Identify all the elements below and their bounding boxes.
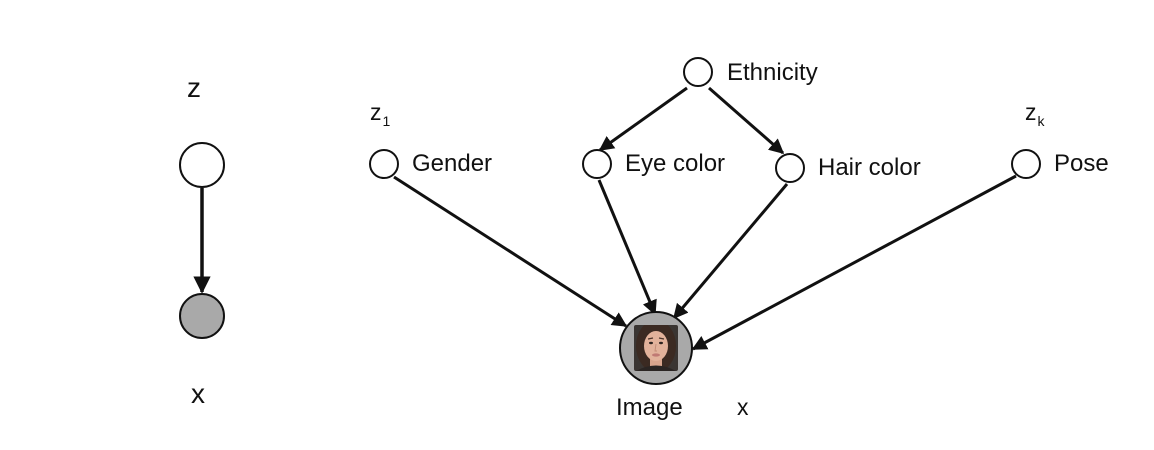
edge-hair-color-to-image: [672, 183, 789, 320]
latent-variable-label: z: [187, 72, 201, 103]
node-eye-color: Eye color: [582, 149, 725, 179]
node-pose: Pose: [1011, 149, 1109, 179]
factor-zk-symbol: z: [1025, 99, 1037, 125]
observed-node: [179, 293, 225, 339]
node-image: Image x: [616, 311, 749, 421]
latent-node: [179, 142, 225, 188]
node-ethnicity-label: Ethnicity: [727, 59, 818, 86]
factor-z1-symbol: z: [370, 99, 382, 125]
edges: [393, 86, 1017, 351]
factor-model: Ethnicity z1 zk Gender Eye color Hair co…: [369, 57, 1109, 421]
edge-ethnicity-to-eye-color: [598, 86, 688, 152]
node-pose-label: Pose: [1054, 150, 1109, 177]
edge-eye-color-to-image: [597, 179, 657, 316]
edge-gender-to-image: [393, 175, 628, 328]
factor-zk-label: zk: [1025, 99, 1046, 129]
factor-z1-subscript: 1: [383, 113, 391, 129]
edge-ethnicity-to-hair-color: [708, 86, 785, 155]
face-photo-icon: [634, 325, 678, 371]
node-hair-color: Hair color: [775, 153, 921, 183]
node-hair-color-circle: [775, 153, 805, 183]
node-eye-color-circle: [582, 149, 612, 179]
node-ethnicity-circle: [683, 57, 713, 87]
observed-variable-label: x: [191, 378, 205, 409]
node-gender-circle: [369, 149, 399, 179]
node-pose-circle: [1011, 149, 1041, 179]
node-gender: Gender: [369, 149, 492, 179]
edge-pose-to-image: [691, 174, 1017, 351]
node-image-caption: Image: [616, 394, 683, 421]
simple-model: z x: [179, 72, 225, 409]
node-ethnicity: Ethnicity: [683, 57, 818, 87]
factor-zk-subscript: k: [1038, 113, 1046, 129]
node-image-variable-label: x: [737, 394, 749, 420]
node-eye-color-label: Eye color: [625, 150, 725, 177]
node-hair-color-label: Hair color: [818, 154, 921, 181]
node-gender-label: Gender: [412, 150, 492, 177]
factor-z1-label: z1: [370, 99, 391, 129]
